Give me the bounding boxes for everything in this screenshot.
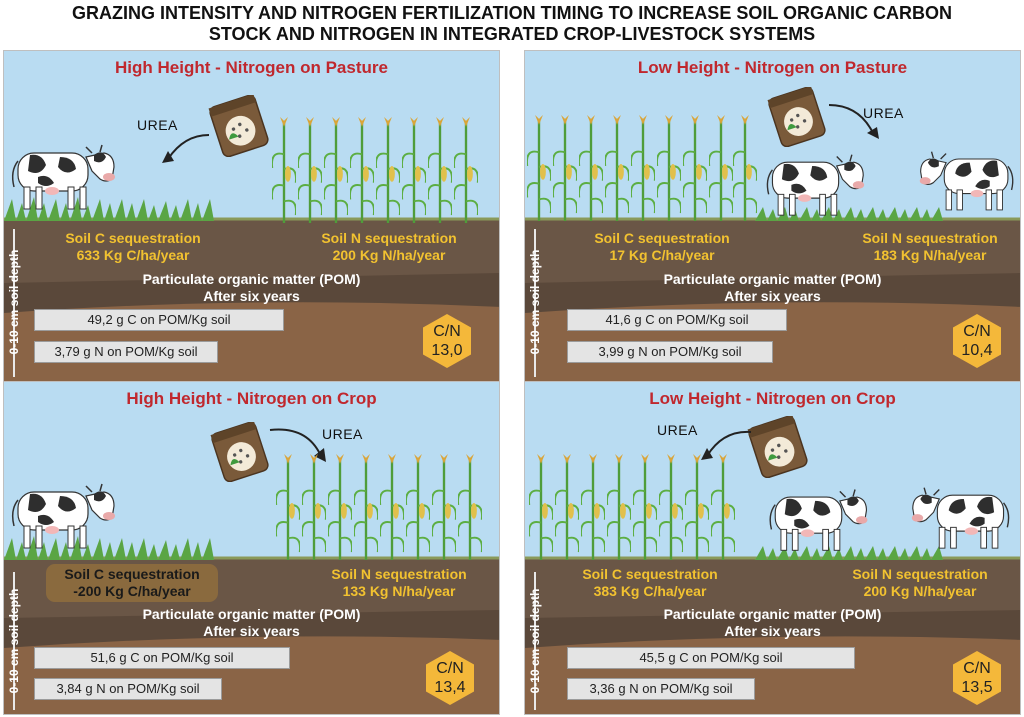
depth-label: 0-10 cm soil depth [7, 249, 21, 355]
pom-line2: After six years [724, 288, 821, 304]
urea-label: UREA [657, 422, 698, 438]
pom-line1: Particulate organic matter (POM) [142, 606, 361, 622]
pom-line1: Particulate organic matter (POM) [663, 271, 882, 287]
main-title-line1: GRAZING INTENSITY AND NITROGEN FERTILIZA… [71, 3, 952, 23]
cow-icon [763, 145, 867, 221]
panel-title: Low Height - Nitrogen on Crop [649, 389, 896, 408]
soil-n-value: 200 Kg N/ha/year [863, 583, 977, 599]
soil-c-label: Soil C sequestration [582, 566, 718, 582]
cow-icon [8, 135, 118, 215]
soil-n-sequestration: Soil N sequestration 183 Kg N/ha/year [845, 230, 1015, 264]
urea-label: UREA [863, 105, 904, 121]
corn-field-icon [527, 113, 757, 221]
urea-bag-icon [208, 422, 272, 482]
arrow-icon [269, 428, 326, 462]
panel-high-height-n-pasture: High Height - Nitrogen on Pasture UREA S… [3, 50, 500, 384]
soil-n-value: 133 Kg N/ha/year [342, 583, 456, 599]
soil-c-sequestration: Soil C sequestration 17 Kg C/ha/year [577, 230, 747, 264]
cn-value: 13,5 [961, 679, 993, 696]
soil-n-value: 183 Kg N/ha/year [873, 247, 987, 263]
cn-label: C/N [433, 323, 461, 340]
soil-n-label: Soil N sequestration [321, 230, 457, 246]
main-title: GRAZING INTENSITY AND NITROGEN FERTILIZA… [0, 3, 1024, 45]
pom-line2: After six years [724, 623, 821, 639]
panel-title: Low Height - Nitrogen on Pasture [637, 58, 908, 77]
soil-n-label: Soil N sequestration [331, 566, 467, 582]
corn-field-icon [272, 115, 478, 223]
pom-line1: Particulate organic matter (POM) [663, 606, 882, 622]
panel-high-height-n-crop: High Height - Nitrogen on Crop UREA Soil… [3, 381, 500, 715]
pom-carbon-bar: 45,5 g C on POM/Kg soil [567, 647, 855, 669]
cn-value: 10,4 [961, 342, 993, 359]
panel-title: High Height - Nitrogen on Crop [126, 389, 377, 408]
soil-n-sequestration: Soil N sequestration 200 Kg N/ha/year [304, 230, 474, 264]
corn-field-icon [529, 452, 735, 560]
depth-label: 0-10 cm soil depth [7, 588, 21, 694]
cow-icon [8, 474, 118, 554]
pom-heading: Particulate organic matter (POM) After s… [4, 606, 499, 640]
urea-label: UREA [137, 117, 178, 133]
cow-icon [765, 480, 871, 556]
soil-n-label: Soil N sequestration [862, 230, 998, 246]
cn-value: 13,0 [431, 342, 463, 359]
cn-ratio-badge: C/N 10,4 [953, 314, 1001, 368]
soil-c-sequestration: Soil C sequestration 633 Kg C/ha/year [48, 230, 218, 264]
soil-c-value: 633 Kg C/ha/year [76, 247, 190, 263]
pom-nitrogen-bar: 3,84 g N on POM/Kg soil [34, 678, 222, 700]
urea-label: UREA [322, 426, 363, 442]
depth-axis [13, 572, 15, 710]
soil-c-value: 17 Kg C/ha/year [609, 247, 715, 263]
arrow-icon [828, 104, 879, 139]
pom-heading: Particulate organic matter (POM) After s… [525, 271, 1020, 305]
cn-value: 13,4 [434, 679, 466, 696]
cn-ratio-badge: C/N 13,4 [426, 651, 474, 705]
soil-c-label: Soil C sequestration [65, 230, 201, 246]
depth-label: 0-10 cm soil depth [528, 588, 542, 694]
soil-c-value: -200 Kg C/ha/year [73, 583, 191, 599]
corn-field-icon [276, 452, 482, 560]
pom-nitrogen-bar: 3,99 g N on POM/Kg soil [567, 341, 773, 363]
panel-low-height-n-crop: Low Height - Nitrogen on Crop UREA Soil … [524, 381, 1021, 715]
soil-c-label: Soil C sequestration [594, 230, 730, 246]
pom-heading: Particulate organic matter (POM) After s… [525, 606, 1020, 640]
grazing-cow-icon [911, 486, 1010, 549]
pom-line2: After six years [203, 623, 300, 639]
depth-axis [13, 229, 15, 377]
depth-label: 0-10 cm soil depth [528, 249, 542, 355]
pom-nitrogen-bar: 3,36 g N on POM/Kg soil [567, 678, 755, 700]
pom-carbon-bar: 51,6 g C on POM/Kg soil [34, 647, 290, 669]
pom-nitrogen-bar: 3,79 g N on POM/Kg soil [34, 341, 218, 363]
main-title-line2: STOCK AND NITROGEN IN INTEGRATED CROP-LI… [208, 24, 816, 44]
arrow-icon [162, 134, 210, 163]
soil-c-label: Soil C sequestration [64, 566, 200, 582]
cn-label: C/N [963, 323, 991, 340]
soil-c-sequestration: Soil C sequestration -200 Kg C/ha/year [46, 564, 218, 602]
soil-n-sequestration: Soil N sequestration 133 Kg N/ha/year [314, 566, 484, 600]
soil-c-sequestration: Soil C sequestration 383 Kg C/ha/year [565, 566, 735, 600]
soil-n-label: Soil N sequestration [852, 566, 988, 582]
urea-bag-icon [206, 95, 272, 157]
soil-c-value: 383 Kg C/ha/year [593, 583, 707, 599]
arrow-icon [701, 430, 752, 460]
panel-title: High Height - Nitrogen on Pasture [115, 58, 388, 77]
cn-ratio-badge: C/N 13,0 [423, 314, 471, 368]
panel-low-height-n-pasture: Low Height - Nitrogen on Pasture UREA So… [524, 50, 1021, 384]
depth-axis [534, 572, 536, 710]
cn-ratio-badge: C/N 13,5 [953, 651, 1001, 705]
depth-axis [534, 229, 536, 377]
grazing-cow-icon [919, 151, 1014, 211]
pom-heading: Particulate organic matter (POM) After s… [4, 271, 499, 305]
pom-carbon-bar: 41,6 g C on POM/Kg soil [567, 309, 787, 331]
cn-label: C/N [436, 660, 464, 677]
cn-label: C/N [963, 660, 991, 677]
soil-n-value: 200 Kg N/ha/year [332, 247, 446, 263]
urea-bag-icon [765, 87, 829, 147]
pom-line2: After six years [203, 288, 300, 304]
soil-n-sequestration: Soil N sequestration 200 Kg N/ha/year [835, 566, 1005, 600]
pom-carbon-bar: 49,2 g C on POM/Kg soil [34, 309, 284, 331]
pom-line1: Particulate organic matter (POM) [142, 271, 361, 287]
